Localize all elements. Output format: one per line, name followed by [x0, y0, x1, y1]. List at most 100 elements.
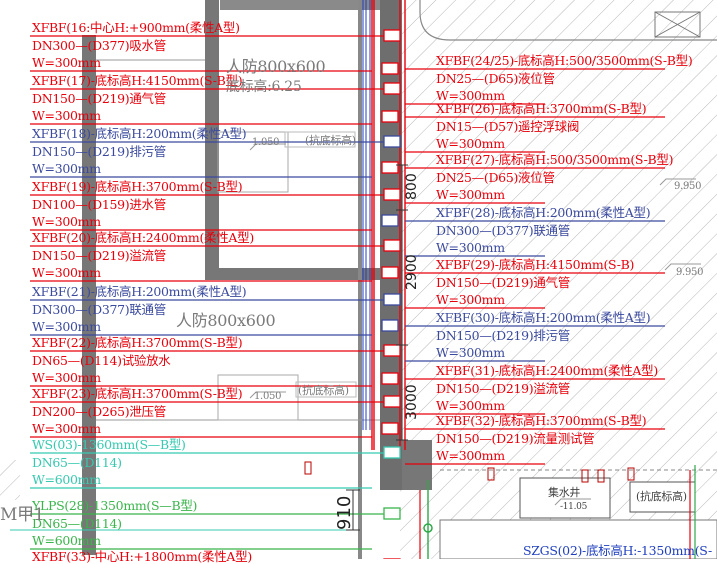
dim-2900: 2900	[404, 254, 420, 290]
xfbf31-leader	[405, 378, 665, 415]
opening-label-2: 人防800x600	[176, 311, 276, 330]
xfbf17-line-2: DN150—(D219)通气管	[32, 90, 166, 106]
elevation-markers	[249, 143, 701, 506]
xfbf16-line-3: W=300mm	[32, 55, 101, 70]
xfbf27-leader	[405, 167, 665, 204]
ylps28-leader	[30, 513, 384, 550]
fixture-top-right	[654, 11, 701, 38]
blue-pipes	[362, 0, 371, 430]
xfbf2425-line-2: DN25—(D65)液位管	[436, 70, 555, 86]
ws03-line-1: WS(03)-1360mm(S—B型)	[32, 437, 186, 452]
xfbf23-leader	[30, 401, 384, 438]
xfbf21-line-2: DN300—(D377)联通管	[32, 301, 166, 317]
opening-label-1: 人防800x600	[226, 57, 326, 76]
xfbf22-line-3: W=300mm	[32, 370, 101, 385]
xfbf20-sleeve	[383, 239, 401, 252]
xfbf22-line-2: DN65—(D114)试验放水	[32, 352, 171, 368]
xfbf26-line-1: XFBF(26)-底标高H:3700mm(S-B型)	[436, 101, 647, 116]
opening-box-1	[217, 131, 289, 193]
xfbf32-line-1: XFBF(32)-底标高H:3700mm(S-B型)	[436, 413, 647, 428]
xfbf29-line-3: W=300mm	[436, 292, 505, 307]
xfbf18-line-3: W=300mm	[32, 161, 101, 176]
xfbf27-line-3: W=300mm	[436, 187, 505, 202]
xfbf17-sleeve	[383, 82, 401, 95]
xfbf30-line-1: XFBF(30)-底标高H:200mm(柔性A型)	[436, 310, 651, 325]
floor-lower	[439, 519, 717, 559]
green-node	[423, 523, 433, 533]
wall-vertical-thin	[358, 0, 362, 559]
dim-800: 800	[404, 173, 420, 200]
stamp-label: M甲1	[0, 505, 45, 525]
xfbf32-sleeve	[381, 422, 399, 435]
xfbf31-line-1: XFBF(31)-底标高H:2400mm(柔性A型)	[436, 363, 658, 378]
xfbf17-leader	[30, 88, 384, 125]
wall-top-gray	[220, 0, 400, 10]
raised-box-2	[295, 381, 357, 398]
hatched-slab	[400, 0, 717, 559]
xfbf18-leader	[30, 141, 384, 178]
ws03-line-2: DN65—(D114)	[32, 454, 122, 470]
xfbf22-line-1: XFBF(22)-底标高H:3700mm(S-B型)	[32, 335, 243, 350]
xfbf19-line-2: DN100—(D159)进水管	[32, 196, 166, 212]
xfbf16-line-1: XFBF(16:中心H:+900mm(柔性A型)	[32, 20, 240, 35]
sump-pit	[519, 477, 611, 519]
xfbf2425-leader	[405, 68, 665, 105]
xfbf16-sleeve	[383, 29, 401, 42]
xfbf17-line-3: W=300mm	[32, 108, 101, 123]
vertical-pipes	[371, 0, 406, 450]
raised-label-3: (抗底标高)	[636, 490, 687, 503]
elevation-label-6: -11.05	[560, 502, 588, 512]
xfbf26-line-2: DN15—(D57)遥控浮球阀	[436, 118, 580, 134]
xfbf28-line-2: DN300—(D377)联通管	[436, 222, 570, 238]
xfbf31-sleeve	[381, 372, 399, 385]
xfbf2425-line-3: W=300mm	[436, 88, 505, 103]
hatched-slab-left	[0, 460, 20, 500]
ws03-line-3: W=600mm	[32, 472, 101, 487]
ws03-sleeve	[383, 446, 401, 459]
xfbf26-line-3: W=300mm	[436, 136, 505, 151]
column-left	[82, 35, 96, 555]
xfbf23-line-1: XFBF(23)-底标高H:3700mm(S-B型)	[32, 386, 243, 401]
xfbf27-sleeve	[381, 161, 399, 174]
xfbf20-line-3: W=300mm	[32, 265, 101, 280]
xfbf2425-line-1: XFBF(24/25)-底标高H:500/3500mm(S-B型)	[436, 53, 693, 68]
xfbf23-line-2: DN200—(D265)泄压管	[32, 403, 166, 419]
xfbf31-line-2: DN150—(D219)溢流管	[436, 380, 570, 396]
xfbf21-sleeve	[383, 293, 401, 306]
xfbf16-leader	[30, 35, 384, 72]
ylps28-line-2: DN65—(D114)	[32, 515, 122, 531]
xfbf28-line-3: W=300mm	[436, 240, 505, 255]
xfbf30-leader	[405, 325, 665, 362]
ws03-leader	[30, 452, 384, 489]
xfbf22-leader	[30, 350, 384, 387]
wall-center	[205, 0, 219, 280]
wall-sleeves	[381, 29, 401, 559]
ylps28-sleeve	[383, 507, 401, 520]
xfbf18-line-2: DN150—(D219)排污管	[32, 143, 166, 159]
xfbf2425-sleeve	[381, 62, 399, 75]
xfbf30-line-3: W=300mm	[436, 345, 505, 360]
xfbf20-line-1: XFBF(20)-底标高H:2400mm(柔性A型)	[32, 230, 254, 245]
sump-label: 集水井	[548, 486, 581, 499]
xfbf18-sleeve	[383, 135, 401, 148]
elevation-label-1: 底标高:6.25	[226, 79, 302, 95]
left-leader-lines	[30, 35, 384, 550]
elevation-label-3: 1.050	[254, 391, 282, 402]
raised-box-1	[284, 131, 356, 148]
elevation-label-2: 1.050	[252, 137, 280, 148]
xfbf19-leader	[30, 194, 384, 231]
sump-raised	[629, 481, 696, 513]
xfbf19-sleeve	[383, 188, 401, 201]
right-leader-lines	[405, 68, 665, 465]
dim-3000: 3000	[404, 384, 420, 420]
xfbf28-leader	[405, 220, 665, 257]
xfbf27-line-1: XFBF(27)-底标高H:500/3500mm(S-B型)	[436, 152, 674, 167]
xfbf29-line-2: DN150—(D219)通气管	[436, 274, 570, 290]
xfbf23-line-3: W=300mm	[32, 421, 101, 436]
xfbf33-line-1: XFBF(33)-中心H:+1800mm(柔性A型)	[32, 549, 252, 564]
xfbf16-line-2: DN300—(D377)吸水管	[32, 37, 166, 53]
xfbf17-line-1: XFBF(17)-底标高H:4150mm(S-B型)	[32, 73, 243, 88]
xfbf32-line-3: W=300mm	[436, 448, 505, 463]
wall-mid	[205, 268, 400, 280]
dimension-lines	[346, 164, 408, 531]
